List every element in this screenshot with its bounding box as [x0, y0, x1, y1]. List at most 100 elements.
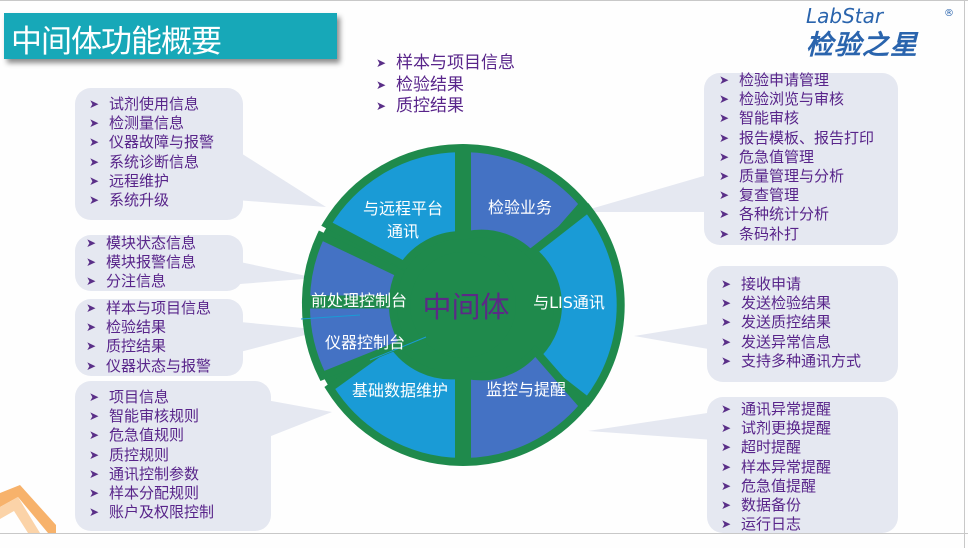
arrow-bullet-icon: ➤	[719, 73, 730, 87]
left-box-remote	[75, 88, 243, 220]
arrow-bullet-icon: ➤	[719, 149, 730, 164]
arrow-bullet-icon: ➤	[376, 77, 387, 92]
arrow-bullet-icon: ➤	[89, 505, 100, 520]
top-list: ➤样本与项目信息 ➤检验结果 ➤质控结果	[374, 53, 515, 118]
arrow-bullet-icon: ➤	[721, 296, 732, 311]
list-item: ➤检验结果	[376, 74, 464, 95]
segment-label-instrument: 仪器控制台	[324, 333, 405, 352]
left-list-remote: ➤试剂使用信息 ➤检测量信息 ➤仪器故障与报警 ➤系统诊断信息 ➤远程维护 ➤系…	[87, 95, 214, 210]
page-title: 中间体功能概要	[11, 24, 222, 60]
core-label: 中间体	[422, 290, 510, 324]
list-item: ➤智能审核规则	[89, 407, 200, 426]
list-item: ➤样本分配规则	[89, 484, 200, 503]
arrow-bullet-icon: ➤	[86, 301, 97, 315]
list-item: ➤报告模板、报告打印	[719, 128, 875, 147]
callout-wedge-remote	[236, 150, 326, 207]
list-item: ➤质控结果	[86, 337, 167, 356]
list-item: ➤分注信息	[86, 272, 167, 291]
segment-monitor	[463, 344, 589, 466]
left-list-instrument: ➤样本与项目信息 ➤检验结果 ➤质控结果 ➤仪器状态与报警	[84, 299, 211, 376]
list-item: ➤通讯控制参数	[89, 464, 200, 483]
arrow-bullet-icon: ➤	[721, 277, 732, 291]
list-item: ➤检测量信息	[89, 114, 185, 133]
segment-label-monitor: 监控与提醒	[485, 380, 566, 399]
list-item: ➤试剂使用信息	[89, 95, 200, 113]
right-list-lis: ➤接收申请 ➤发送检验结果 ➤发送质控结果 ➤发送异常信息 ➤支持多种通讯方式	[719, 275, 861, 371]
pointer-line-2	[369, 336, 427, 361]
arrow-bullet-icon: ➤	[719, 207, 730, 222]
arrow-bullet-icon: ➤	[89, 390, 100, 404]
right-box-lis	[707, 266, 898, 382]
arrow-bullet-icon: ➤	[89, 97, 100, 111]
labstar-logo: LabStar 检验之星 ®	[806, 4, 956, 61]
segment-preprocess	[301, 230, 405, 304]
list-item: ➤试剂更换提醒	[721, 419, 832, 438]
right-list-business: ➤检验申请管理 ➤检验浏览与审核 ➤智能审核 ➤报告模板、报告打印 ➤危急值管理…	[717, 71, 874, 244]
list-item: ➤智能审核	[719, 109, 800, 128]
list-item: ➤模块报警信息	[86, 253, 197, 272]
arrow-bullet-icon: ➤	[719, 130, 730, 145]
list-item: ➤接收申请	[721, 275, 802, 293]
segment-instrument	[301, 300, 410, 381]
left-box-instrument	[75, 299, 243, 376]
arrow-bullet-icon: ➤	[86, 274, 97, 289]
arrow-bullet-icon: ➤	[89, 116, 100, 131]
arrow-bullet-icon: ➤	[721, 517, 732, 532]
left-list-basic-data: ➤项目信息 ➤智能审核规则 ➤危急值规则 ➤质控规则 ➤通讯控制参数 ➤样本分配…	[87, 388, 214, 522]
list-item: ➤仪器状态与报警	[86, 356, 212, 375]
arrow-bullet-icon: ➤	[89, 447, 100, 462]
slide-border-bottom	[0, 533, 968, 534]
arrow-bullet-icon: ➤	[721, 334, 732, 349]
segment-basic-data	[324, 337, 463, 467]
callout-wedge-business	[580, 173, 714, 212]
arrow-bullet-icon: ➤	[376, 56, 387, 70]
logo-text-bottom: 检验之星	[806, 30, 918, 61]
callout-wedge-monitor	[588, 412, 714, 440]
arrow-bullet-icon: ➤	[86, 236, 97, 250]
arrow-bullet-icon: ➤	[721, 421, 732, 436]
arrow-bullet-icon: ➤	[721, 459, 732, 474]
arrow-bullet-icon: ➤	[89, 173, 100, 188]
arrow-bullet-icon: ➤	[89, 409, 100, 424]
arrow-bullet-icon: ➤	[376, 99, 387, 113]
list-item: ➤运行日志	[721, 515, 802, 534]
list-item: ➤检验申请管理	[719, 71, 830, 89]
callout-wedge-instrument	[240, 322, 324, 352]
arrow-bullet-icon: ➤	[719, 111, 730, 126]
title-bar: 中间体功能概要	[4, 13, 337, 60]
segment-remote	[321, 144, 463, 271]
callout-wedge-lis	[634, 323, 714, 350]
segment-label-preprocess: 前处理控制台	[310, 291, 407, 310]
list-item: ➤通讯异常提醒	[721, 400, 832, 418]
list-item: ➤发送质控结果	[721, 313, 832, 332]
right-box-business	[704, 73, 898, 245]
right-list-monitor: ➤通讯异常提醒 ➤试剂更换提醒 ➤超时提醒 ➤样本异常提醒 ➤危急值提醒 ➤数据…	[719, 400, 831, 534]
list-item: ➤样本与项目信息	[376, 53, 515, 73]
list-item: ➤危急值管理	[719, 147, 815, 166]
list-item: ➤项目信息	[89, 388, 170, 406]
arrow-bullet-icon: ➤	[89, 466, 100, 481]
list-item: ➤各种统计分析	[719, 205, 830, 224]
corner-chevron-icon	[0, 485, 56, 533]
list-item: ➤检验结果	[86, 318, 167, 337]
arrow-bullet-icon: ➤	[86, 320, 97, 335]
segment-label-basic-data: 基础数据维护	[351, 381, 448, 400]
list-item: ➤质控规则	[89, 445, 170, 464]
wheel-core	[410, 252, 516, 358]
segment-label-remote: 与远程平台 通讯	[362, 199, 443, 241]
arrow-bullet-icon: ➤	[86, 358, 97, 373]
arrow-bullet-icon: ➤	[89, 486, 100, 501]
list-item: ➤样本异常提醒	[721, 457, 832, 476]
list-item: ➤条码补打	[719, 224, 800, 243]
arrow-bullet-icon: ➤	[89, 135, 100, 150]
list-item: ➤系统升级	[89, 191, 170, 210]
list-item: ➤危急值提醒	[721, 476, 817, 495]
list-item: ➤发送异常信息	[721, 332, 832, 351]
pointer-line-1	[300, 314, 361, 320]
arrow-bullet-icon: ➤	[719, 169, 730, 184]
list-item: ➤支持多种通讯方式	[721, 351, 862, 370]
list-item: ➤数据备份	[721, 496, 802, 515]
arrow-bullet-icon: ➤	[719, 188, 730, 203]
